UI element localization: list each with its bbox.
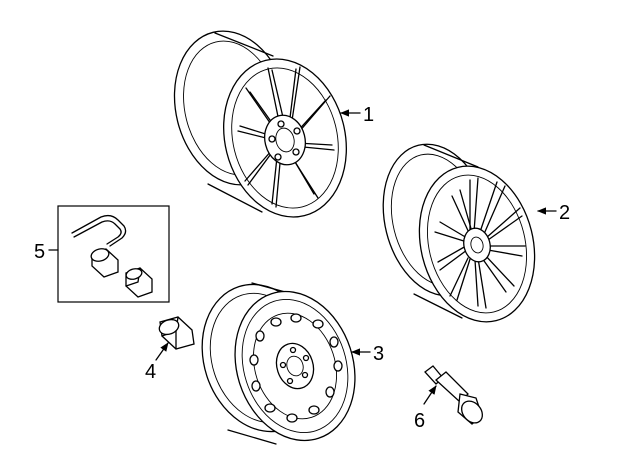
alloy-wheel-part-2 [382, 143, 536, 323]
callout-3: 3 [373, 343, 384, 365]
callout-labels: 1 2 3 4 5 6 [34, 104, 570, 432]
lug-nut-part-4 [158, 316, 195, 350]
callout-1: 1 [363, 104, 374, 126]
alloy-wheel-part-1 [173, 30, 348, 218]
callout-5: 5 [34, 241, 45, 263]
steel-wheel-part-3 [201, 282, 356, 445]
wheel-lock-kit-part-5 [57, 205, 170, 303]
leader-line-6 [423, 385, 437, 405]
valve-stem-part-6 [424, 365, 483, 425]
leader-lines [48, 109, 557, 405]
callout-4: 4 [145, 361, 156, 383]
callout-6: 6 [414, 410, 425, 432]
leader-line-4 [155, 342, 169, 361]
callout-2: 2 [559, 202, 570, 224]
